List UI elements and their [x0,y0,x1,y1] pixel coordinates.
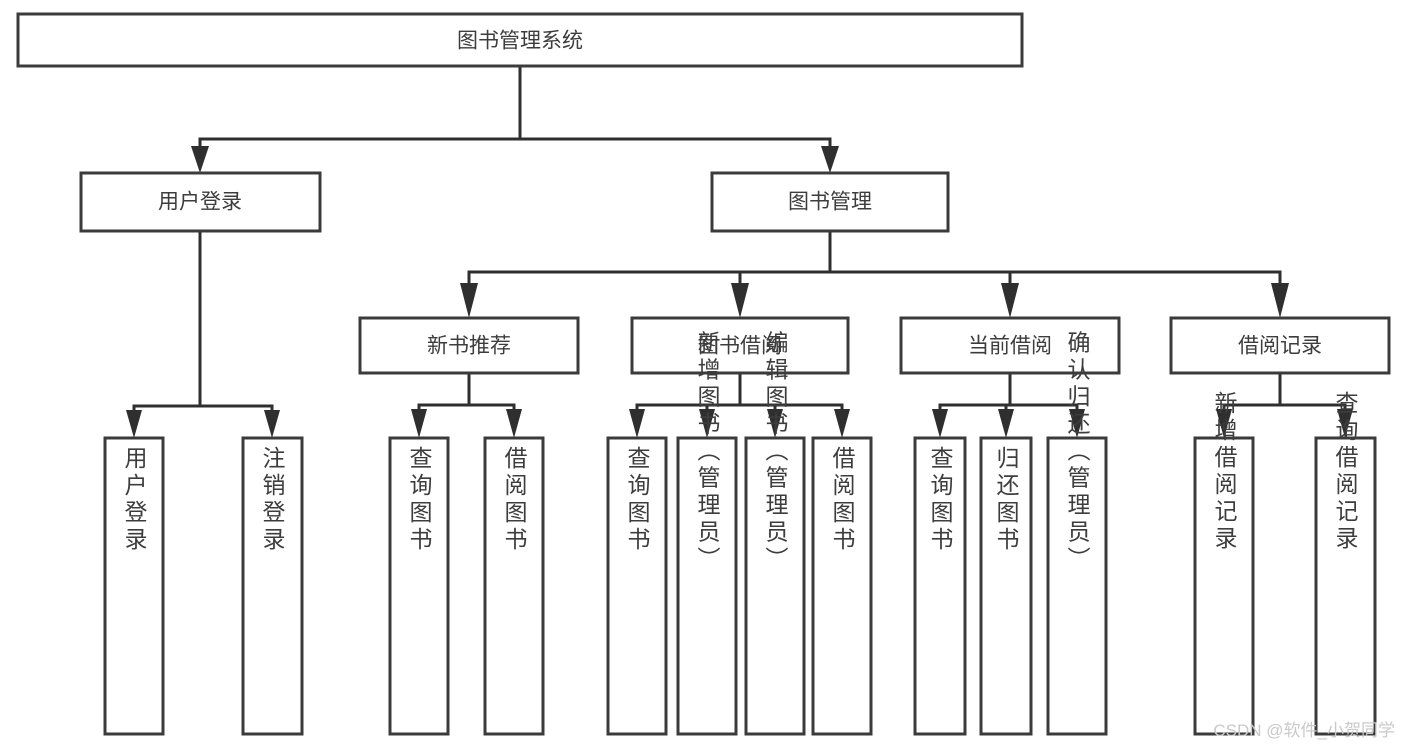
leaf-node-user-login-box[interactable] [103,436,165,736]
arrow-head-leaf-9 [932,409,948,438]
node-root[interactable]: 图书管理系统 [16,12,1024,68]
arrow-head-book-mgmt [821,146,839,173]
connector-group-borrow-record [1216,371,1353,438]
arrow-head-leaf-11 [1069,409,1085,438]
arrow-head-new-book [460,283,478,318]
leaf-node-add-book-admin[interactable]: 新增图书（管理员） [676,331,738,736]
leaf-node-confirm-return-admin-box[interactable] [1046,436,1108,736]
connector-group-user-login [126,229,280,438]
node-new-book-recommend[interactable]: 新书推荐 [358,316,580,375]
connector-group-current-borrow [932,371,1085,438]
leaf-node-query-book-1-box[interactable] [388,436,450,736]
leaf-node-borrow-book-1[interactable]: 借阅图书 [483,436,545,736]
node-user-login[interactable]: 用户登录 [79,171,322,233]
connector-group-root [191,64,839,173]
leaf-node-query-book-2[interactable]: 查询图书 [606,436,668,736]
connector-group-new-book [411,371,522,438]
node-user-login-label: 用户登录 [158,191,242,214]
node-book-borrow-box[interactable] [630,316,850,375]
node-root-box[interactable] [16,12,1024,68]
node-user-login-box[interactable] [79,171,322,233]
leaf-node-edit-book-admin[interactable]: 编辑图书（管理员） [744,331,806,736]
leaf-node-query-borrow-record-box[interactable] [1314,436,1377,736]
arrow-head-leaf-1 [126,410,142,438]
arrow-head-user-login [191,146,209,173]
node-book-management[interactable]: 图书管理 [710,171,950,233]
leaf-node-edit-book-admin-box[interactable] [744,436,806,736]
arrow-head-leaf-10 [998,409,1014,438]
arrow-head-current-borrow [1001,283,1019,318]
arrow-head-leaf-12 [1216,409,1232,438]
leaf-node-query-borrow-record-label: 查询借阅记录 [1332,391,1359,553]
connector-group-book-mgmt [460,229,1289,318]
leaf-node-query-book-3[interactable]: 查询图书 [913,436,967,736]
leaf-node-logout-box[interactable] [241,436,304,736]
connector-group-borrow [629,371,850,438]
leaf-node-query-borrow-record[interactable]: 查询借阅记录 [1314,391,1377,736]
arrow-head-borrow [731,283,749,318]
leaf-node-user-login[interactable]: 用户登录 [103,436,165,736]
arrow-head-leaf-6 [699,409,715,438]
leaf-node-return-book-box[interactable] [979,436,1033,736]
arrow-head-leaf-7 [767,409,783,438]
leaf-node-edit-book-admin-label: 编辑图书（管理员） [762,331,789,574]
node-book-borrow[interactable]: 图书借阅 [630,316,850,375]
leaf-node-add-borrow-record-label: 新增借阅记录 [1211,391,1238,553]
leaf-node-logout[interactable]: 注销登录 [241,436,304,736]
leaf-node-borrow-book-2-box[interactable] [811,436,873,736]
node-borrow-record[interactable]: 借阅记录 [1169,316,1391,375]
leaf-node-user-login-label: 用户登录 [121,446,148,554]
node-book-borrow-label: 图书借阅 [698,335,782,358]
leaf-node-query-book-1[interactable]: 查询图书 [388,436,450,736]
arrow-head-borrow-record [1271,283,1289,318]
leaf-node-add-borrow-record-box[interactable] [1193,436,1255,736]
node-borrow-record-label: 借阅记录 [1238,335,1322,358]
leaf-node-add-book-admin-box[interactable] [676,436,738,736]
leaf-node-confirm-return-admin[interactable]: 确认归还（管理员） [1046,331,1108,736]
arrow-head-leaf-13 [1337,409,1353,438]
leaf-node-borrow-book-1-label: 借阅图书 [501,446,528,554]
node-current-borrow-box[interactable] [899,316,1121,375]
arrow-head-leaf-4 [506,409,522,438]
leaf-node-logout-label: 注销登录 [259,446,286,554]
arrow-head-leaf-8 [834,409,850,438]
leaf-node-confirm-return-admin-label: 确认归还（管理员） [1064,331,1091,574]
leaf-node-add-book-admin-label: 新增图书（管理员） [694,331,721,574]
leaf-node-return-book-label: 归还图书 [993,446,1020,554]
arrow-head-leaf-2 [264,410,280,438]
leaf-node-query-book-3-label: 查询图书 [927,446,954,554]
leaf-node-query-book-2-box[interactable] [606,436,668,736]
leaf-node-borrow-book-2[interactable]: 借阅图书 [811,436,873,736]
leaf-node-return-book[interactable]: 归还图书 [979,436,1033,736]
leaf-node-query-book-3-box[interactable] [913,436,967,736]
leaf-node-borrow-book-2-label: 借阅图书 [829,446,856,554]
arrow-head-leaf-3 [411,409,427,438]
node-new-book-recommend-box[interactable] [358,316,580,375]
node-book-management-label: 图书管理 [788,191,872,214]
arrow-head-leaf-5 [629,409,645,438]
node-new-book-recommend-label: 新书推荐 [427,335,511,358]
node-borrow-record-box[interactable] [1169,316,1391,375]
node-current-borrow-label: 当前借阅 [968,335,1052,358]
leaf-node-add-borrow-record[interactable]: 新增借阅记录 [1193,391,1255,736]
node-root-label: 图书管理系统 [457,30,583,53]
leaf-node-borrow-book-1-box[interactable] [483,436,545,736]
leaf-node-query-book-1-label: 查询图书 [406,446,433,554]
node-current-borrow[interactable]: 当前借阅 [899,316,1121,375]
node-book-management-box[interactable] [710,171,950,233]
leaf-node-query-book-2-label: 查询图书 [624,446,651,554]
